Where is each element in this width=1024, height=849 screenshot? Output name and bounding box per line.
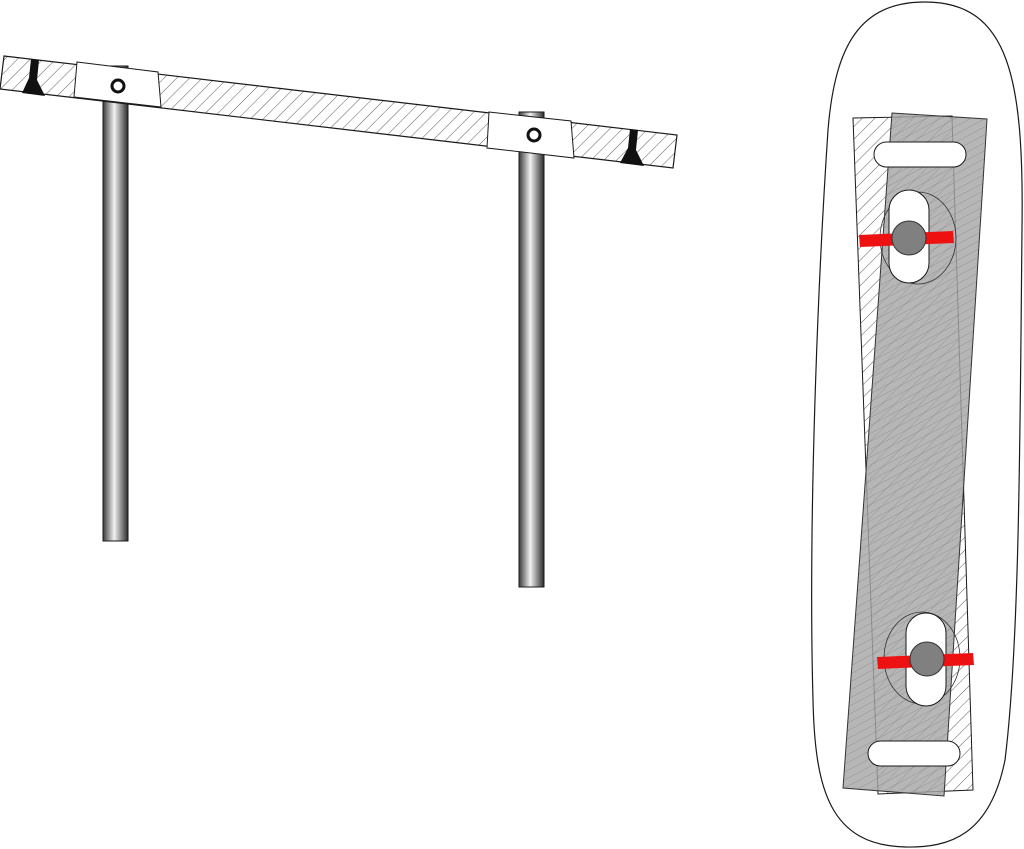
side-view bbox=[0, 55, 678, 588]
lower-pivot-pin bbox=[909, 641, 945, 677]
left-post bbox=[102, 65, 129, 542]
upper-plate-hatch bbox=[843, 113, 987, 796]
left-pivot-hole bbox=[110, 78, 126, 94]
upper-slot bbox=[873, 141, 967, 168]
right-post bbox=[518, 111, 545, 588]
right-pivot-hole bbox=[526, 127, 542, 143]
lower-slot bbox=[867, 740, 961, 767]
upper-pivot-pin bbox=[891, 220, 927, 256]
left-end-wedge bbox=[22, 59, 45, 96]
right-end-wedge bbox=[620, 129, 644, 166]
top-view bbox=[811, 1, 1023, 848]
top-view-outline bbox=[811, 1, 1023, 848]
